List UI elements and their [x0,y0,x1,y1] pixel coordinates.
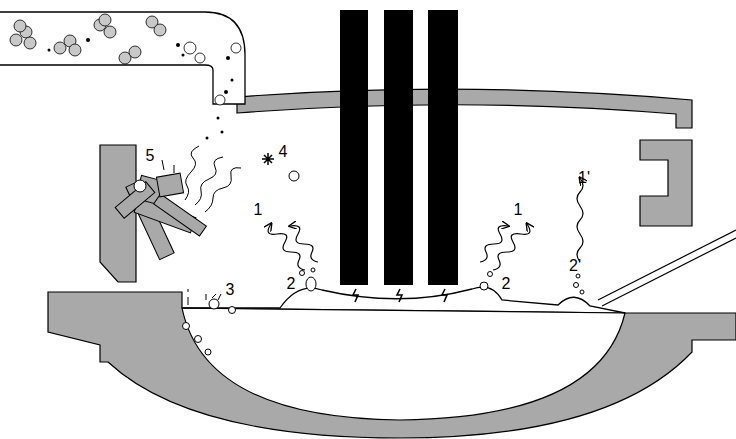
off-gas-duct [0,12,245,104]
scrap-pile [115,173,206,260]
callout-number: 4 [279,144,288,160]
callout-number: 1 [514,202,523,218]
bubbles [183,171,585,355]
callout-number: 2 [287,276,296,292]
bath-dots [188,289,221,305]
callout-number: 1' [578,170,590,186]
spark-symbol [262,153,274,165]
left-wall [100,145,136,282]
arcs [353,289,447,302]
callout-number: 5 [146,148,155,164]
hearth-shell [48,292,736,438]
dust-dots [48,38,234,140]
right-wall [640,140,692,226]
callout-number: 3 [226,282,235,298]
scrap-fumes [162,146,241,212]
callout-number: 1 [254,202,263,218]
dust-particles [10,14,241,105]
emission-arrows [268,178,583,270]
callout-number: 2' [569,258,581,274]
electrodes [340,10,458,285]
lance [598,230,736,306]
bath [182,308,625,420]
roof [237,89,692,128]
bath-surface [182,287,625,313]
callout-number: 2 [502,276,511,292]
